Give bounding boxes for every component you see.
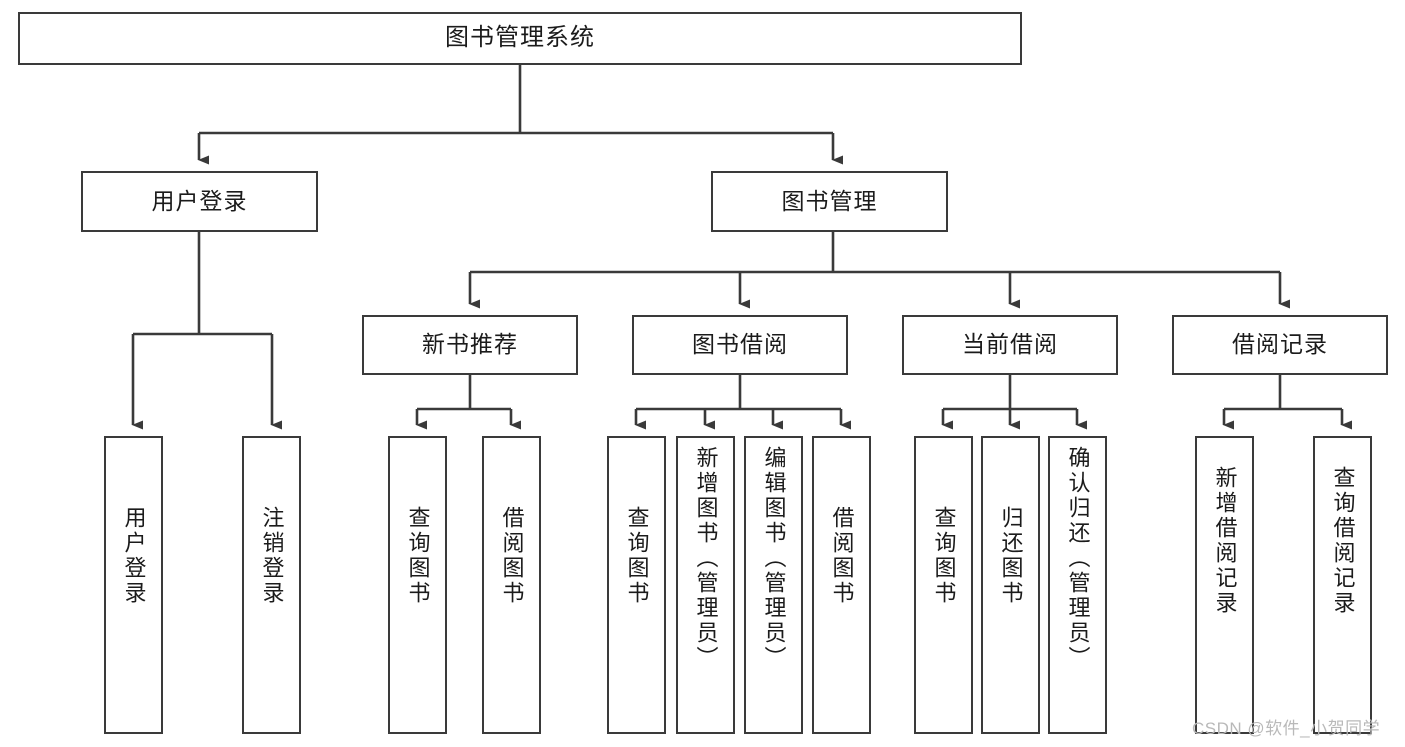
- node-user-login-label: 用户登录: [151, 187, 248, 214]
- leaf-borrow-query-book-label: 查询图书: [624, 506, 650, 606]
- node-new-book-recommend-label: 新书推荐: [422, 331, 518, 358]
- leaf-record-add[interactable]: 新增借阅记录: [1195, 436, 1254, 734]
- leaf-record-query[interactable]: 查询借阅记录: [1313, 436, 1372, 734]
- leaf-borrow-add-book[interactable]: 新增图书（管理员）: [676, 436, 735, 734]
- leaf-current-query-book[interactable]: 查询图书: [914, 436, 973, 734]
- csdn-watermark: CSDN @软件_小贺同学: [1192, 719, 1381, 738]
- leaf-logout-label: 注销登录: [259, 506, 285, 606]
- leaf-current-confirm-return[interactable]: 确认归还（管理员）: [1048, 436, 1107, 734]
- leaf-user-login-label: 用户登录: [121, 506, 147, 606]
- leaf-newbook-borrow-book[interactable]: 借阅图书: [482, 436, 541, 734]
- leaf-newbook-query-book[interactable]: 查询图书: [388, 436, 447, 734]
- node-borrow-record-label: 借阅记录: [1232, 331, 1328, 358]
- leaf-current-confirm-return-label: 确认归还（管理员）: [1065, 446, 1091, 671]
- leaf-newbook-query-book-label: 查询图书: [405, 506, 431, 606]
- node-book-borrow-label: 图书借阅: [692, 331, 788, 358]
- leaf-current-return-book[interactable]: 归还图书: [981, 436, 1040, 734]
- node-current-borrow-label: 当前借阅: [962, 331, 1058, 358]
- leaf-borrow-add-book-label: 新增图书（管理员）: [693, 446, 719, 671]
- leaf-newbook-borrow-book-label: 借阅图书: [499, 506, 525, 606]
- leaf-borrow-borrow-book[interactable]: 借阅图书: [812, 436, 871, 734]
- node-root[interactable]: 图书管理系统: [18, 12, 1022, 65]
- leaf-record-query-label: 查询借阅记录: [1330, 466, 1356, 616]
- node-user-login[interactable]: 用户登录: [81, 171, 318, 232]
- node-borrow-record[interactable]: 借阅记录: [1172, 315, 1388, 375]
- node-new-book-recommend[interactable]: 新书推荐: [362, 315, 578, 375]
- node-root-label: 图书管理系统: [445, 24, 595, 52]
- leaf-logout[interactable]: 注销登录: [242, 436, 301, 734]
- node-current-borrow[interactable]: 当前借阅: [902, 315, 1118, 375]
- leaf-borrow-borrow-book-label: 借阅图书: [829, 506, 855, 606]
- leaf-borrow-query-book[interactable]: 查询图书: [607, 436, 666, 734]
- leaf-current-return-book-label: 归还图书: [998, 506, 1024, 606]
- node-book-borrow[interactable]: 图书借阅: [632, 315, 848, 375]
- leaf-record-add-label: 新增借阅记录: [1212, 466, 1238, 616]
- node-book-management[interactable]: 图书管理: [711, 171, 948, 232]
- leaf-current-query-book-label: 查询图书: [931, 506, 957, 606]
- node-book-management-label: 图书管理: [781, 187, 878, 214]
- leaf-borrow-edit-book-label: 编辑图书（管理员）: [761, 446, 787, 671]
- leaf-borrow-edit-book[interactable]: 编辑图书（管理员）: [744, 436, 803, 734]
- leaf-user-login[interactable]: 用户登录: [104, 436, 163, 734]
